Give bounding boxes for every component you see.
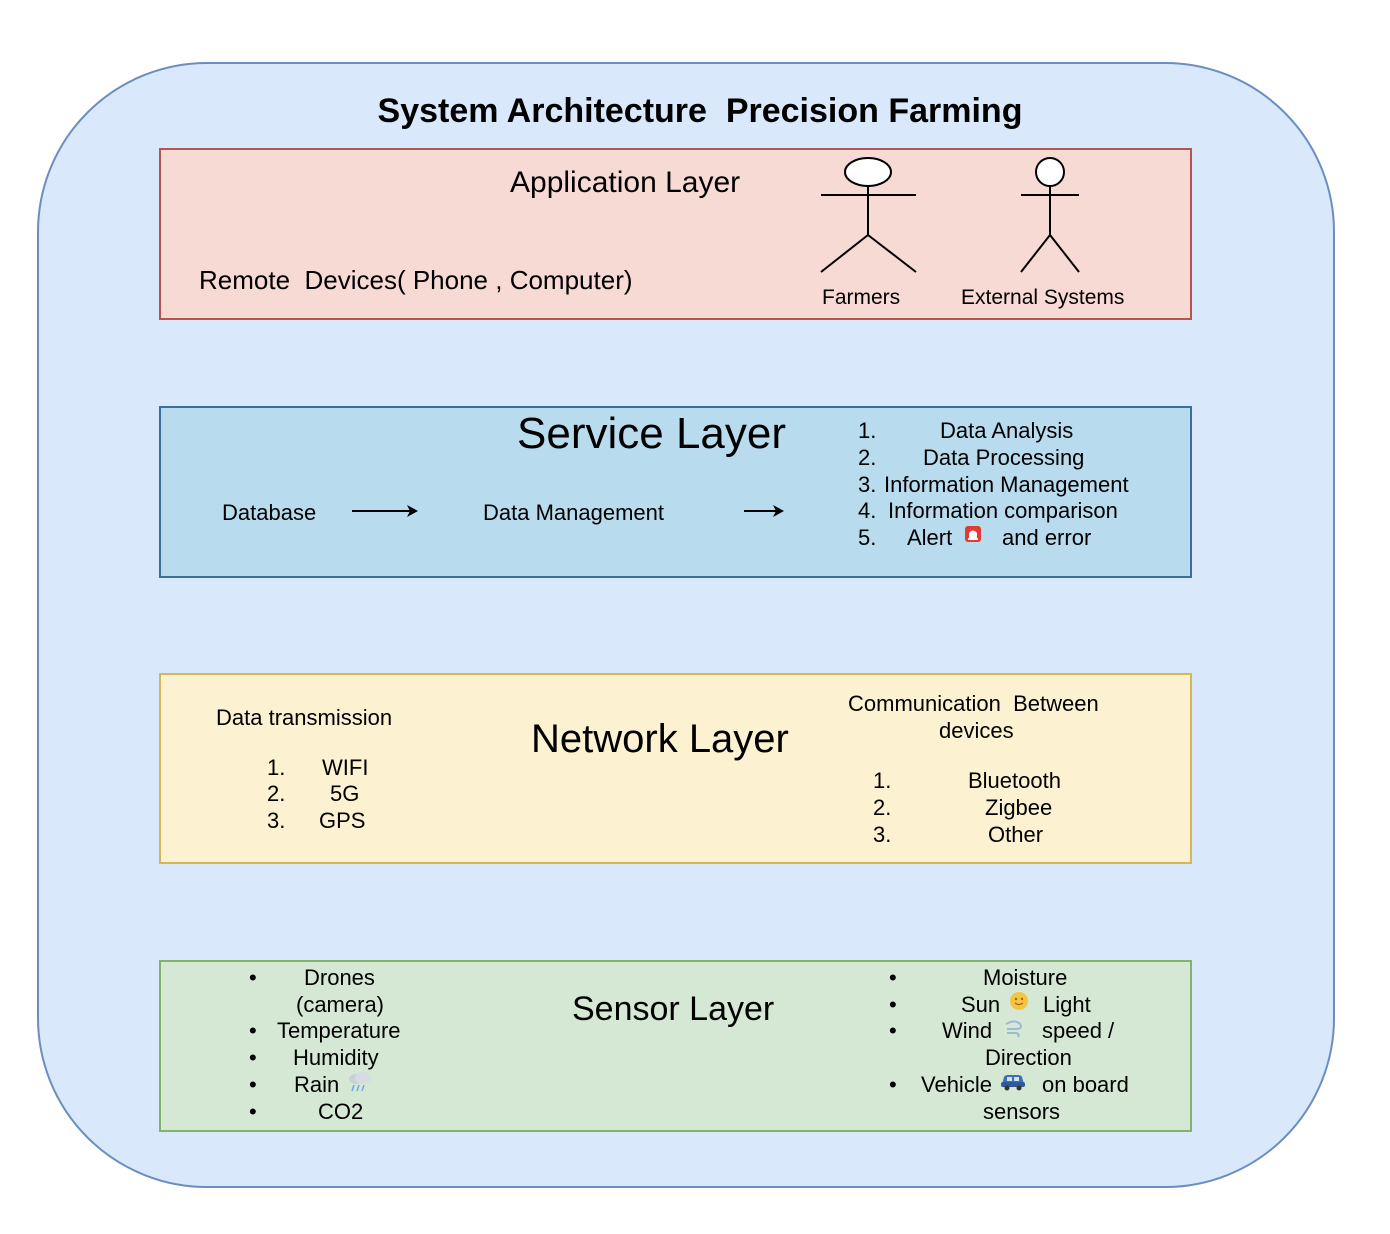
sensor-item-wind: Wind xyxy=(942,1018,993,1043)
communication-item: Bluetooth xyxy=(968,768,1061,793)
database-label: Database xyxy=(222,500,317,525)
sensor-item-co2: CO2 xyxy=(318,1099,364,1124)
bullet: • xyxy=(889,965,897,990)
sensor-item-sensors: sensors xyxy=(983,1099,1061,1124)
service-number: 3. xyxy=(858,472,877,497)
bullet: • xyxy=(249,1018,257,1043)
service-layer-heading: Service Layer xyxy=(517,409,787,458)
sensor-layer xyxy=(159,960,1192,1132)
transmission-item: GPS xyxy=(319,808,366,833)
bullet: • xyxy=(889,1072,897,1097)
transmission-item: WIFI xyxy=(322,755,369,780)
data-management-label: Data Management xyxy=(483,500,664,525)
bullet: • xyxy=(889,992,897,1017)
sensor-item-sun: Sun xyxy=(961,992,1001,1017)
sensor-item-wind-speed: speed / xyxy=(1042,1018,1115,1043)
sensor-item-temperature: Temperature xyxy=(277,1018,401,1043)
service-item: Data Processing xyxy=(923,445,1085,470)
actor-label-farmers: Farmers xyxy=(822,286,901,309)
siren-icon xyxy=(965,526,981,542)
transmission-number: 3. xyxy=(267,808,286,833)
sensor-layer-heading: Sensor Layer xyxy=(572,990,775,1028)
arrow-right-icon xyxy=(352,505,418,517)
transmission-number: 2. xyxy=(267,781,286,806)
sensor-item-rain: Rain xyxy=(294,1072,340,1097)
application-layer-heading: Application Layer xyxy=(510,166,741,199)
bullet: • xyxy=(249,1072,257,1097)
communication-item: Zigbee xyxy=(985,795,1053,820)
sensor-item-humidity: Humidity xyxy=(293,1045,379,1070)
service-number: 5. xyxy=(858,525,877,550)
sensor-item-on-board: on board xyxy=(1042,1072,1129,1097)
remote-devices-label: Remote Devices( Phone , Computer) xyxy=(199,265,633,295)
bullet: • xyxy=(889,1018,897,1043)
service-layer xyxy=(159,406,1192,578)
transmission-title: Data transmission xyxy=(216,705,393,730)
communication-item: Other xyxy=(988,822,1044,847)
wind-icon xyxy=(1005,1020,1022,1038)
application-layer xyxy=(159,148,1192,320)
sensor-item-moisture: Moisture xyxy=(983,965,1068,990)
actor-label-external-systems: External Systems xyxy=(961,286,1125,309)
network-layer-heading: Network Layer xyxy=(531,717,789,761)
rain-cloud-icon xyxy=(349,1072,371,1092)
network-layer xyxy=(159,673,1192,864)
service-number: 2. xyxy=(858,445,877,470)
sensor-item-drones: Drones xyxy=(304,965,375,990)
communication-title: Communication Between xyxy=(848,691,1099,716)
bullet: • xyxy=(249,1099,257,1124)
communication-number: 1. xyxy=(873,768,892,793)
communication-number: 2. xyxy=(873,795,892,820)
service-number: 4. xyxy=(858,498,877,523)
service-number: 1. xyxy=(858,418,877,443)
diagram-title: System Architecture Precision Farming xyxy=(377,92,1023,130)
transmission-number: 1. xyxy=(267,755,286,780)
external-system-actor-icon xyxy=(1020,157,1080,273)
service-item: and error xyxy=(1002,525,1092,550)
service-item: Data Analysis xyxy=(940,418,1074,443)
bullet: • xyxy=(249,965,257,990)
sensor-item-vehicle: Vehicle xyxy=(921,1072,992,1097)
car-icon xyxy=(1001,1075,1025,1091)
arrow-right-icon xyxy=(744,505,784,517)
service-item: Alert xyxy=(907,525,953,550)
bullet: • xyxy=(249,1045,257,1070)
sensor-item-light: Light xyxy=(1043,992,1091,1017)
service-item: Information Management xyxy=(884,472,1129,497)
sensor-item-wind-direction: Direction xyxy=(985,1045,1072,1070)
transmission-item: 5G xyxy=(330,781,360,806)
communication-title: devices xyxy=(939,718,1014,743)
farmer-actor-icon xyxy=(820,157,917,273)
sensor-item-drones-detail: (camera) xyxy=(296,992,385,1017)
communication-number: 3. xyxy=(873,822,892,847)
sun-icon xyxy=(1010,992,1028,1010)
service-item: Information comparison xyxy=(888,498,1118,523)
